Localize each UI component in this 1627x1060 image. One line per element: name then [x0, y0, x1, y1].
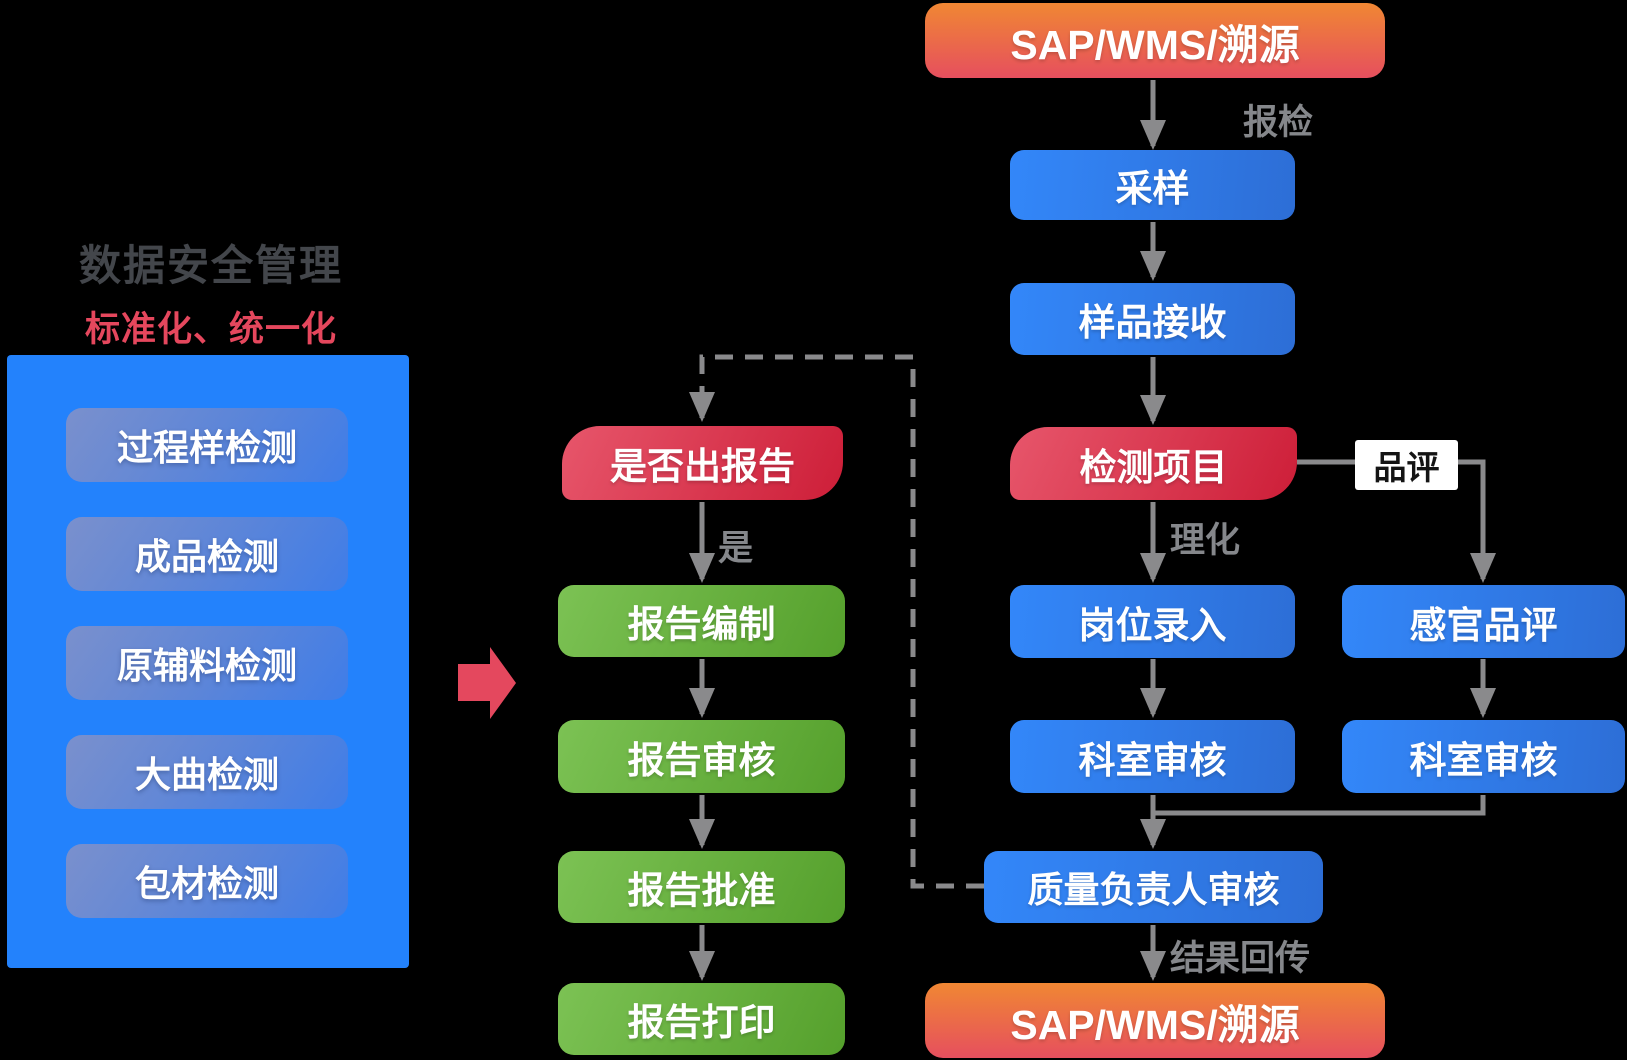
category-raw-material-test: 原辅料检测: [66, 626, 348, 700]
node-report-print: 报告打印: [558, 983, 845, 1055]
node-sampling: 采样: [1010, 150, 1295, 220]
node-sap-wms-sink: SAP/WMS/溯源: [925, 983, 1385, 1058]
node-sample-receive: 样品接收: [1010, 283, 1295, 355]
edge-label-yes: 是: [718, 529, 754, 568]
edge-label-submit-inspection: 报检: [1243, 103, 1314, 142]
edge-label-result-return: 结果回传: [1170, 939, 1311, 978]
left-panel-subtitle: 标准化、统一化: [84, 310, 337, 349]
left-panel-title: 数据安全管理: [78, 242, 343, 289]
category-finished-product-test: 成品检测: [66, 517, 348, 591]
category-packaging-test: 包材检测: [66, 844, 348, 918]
node-sap-wms-source: SAP/WMS/溯源: [925, 3, 1385, 78]
node-report-review: 报告审核: [558, 720, 845, 793]
big-right-arrow-icon: [458, 647, 516, 719]
test-categories-panel: 过程样检测 成品检测 原辅料检测 大曲检测 包材检测: [7, 355, 409, 968]
node-position-entry: 岗位录入: [1010, 585, 1295, 658]
category-daqu-test: 大曲检测: [66, 735, 348, 809]
edge-label-physchem: 理化: [1170, 521, 1241, 560]
node-test-items: 检测项目: [1010, 427, 1297, 500]
edge-qm-to-decision-dashed: [689, 354, 984, 889]
node-report-compile: 报告编制: [558, 585, 845, 657]
node-dept-review-right: 科室审核: [1342, 720, 1625, 793]
edge-label-sensory: 品评: [1355, 440, 1458, 490]
edge-dept-r-merge: [1155, 795, 1486, 816]
category-process-sample-test: 过程样检测: [66, 408, 348, 482]
node-sensory-evaluation: 感官品评: [1342, 585, 1625, 658]
node-report-decision: 是否出报告: [562, 426, 843, 500]
node-quality-manager-review: 质量负责人审核: [984, 851, 1323, 923]
node-report-approve: 报告批准: [558, 851, 845, 923]
node-dept-review-left: 科室审核: [1010, 720, 1295, 793]
